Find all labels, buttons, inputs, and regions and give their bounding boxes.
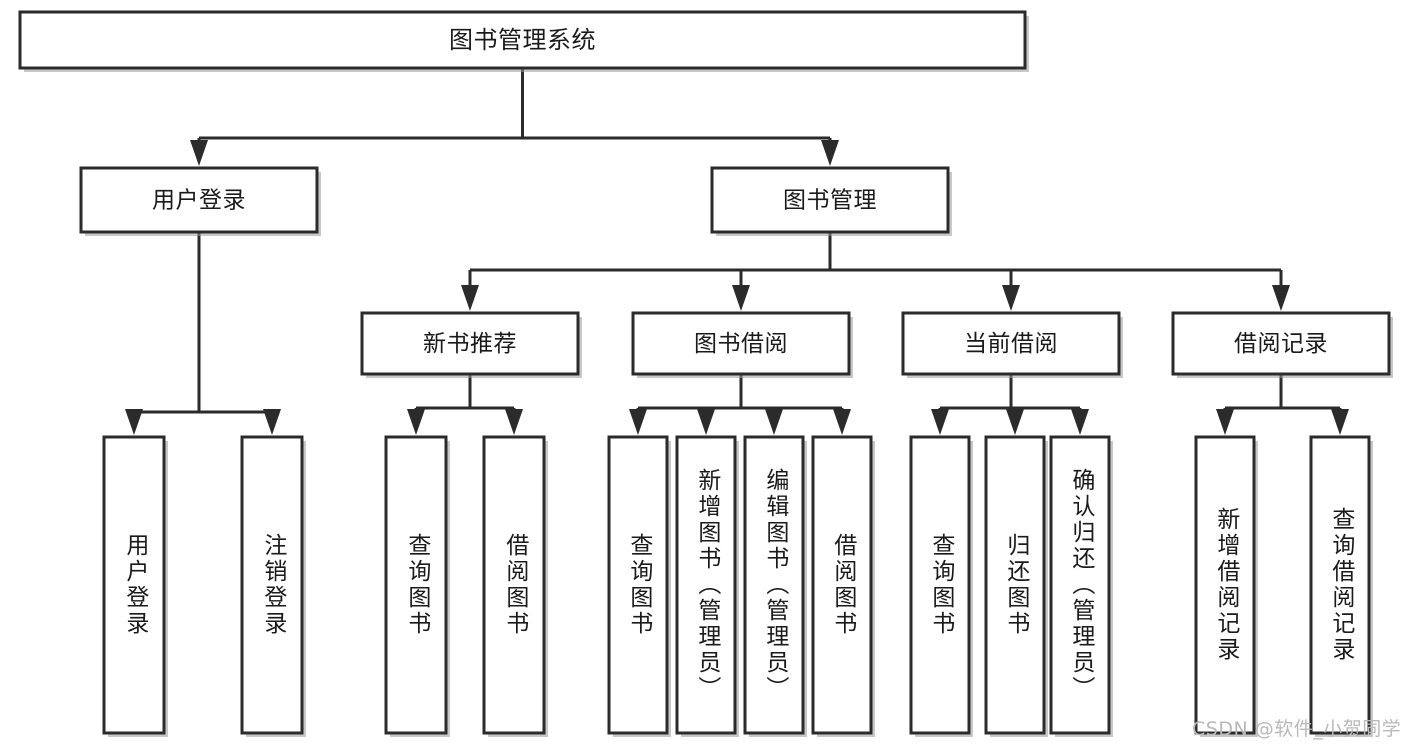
node-leaf-user-login[interactable] [102, 435, 166, 735]
node-new-book-recommend[interactable] [360, 311, 580, 376]
arrow-head-icon [1216, 409, 1234, 435]
box-layer [18, 10, 1393, 737]
node-label-book-borrow: 图书借阅 [694, 331, 788, 357]
node-book-manage[interactable] [710, 166, 950, 234]
node-leaf-add-borrow-record[interactable] [1194, 435, 1256, 735]
node-label-user-login: 用户登录 [152, 188, 246, 214]
node-leaf-user-logout[interactable] [240, 435, 304, 735]
arrow-head-icon [1006, 409, 1024, 435]
node-user-login[interactable] [79, 166, 319, 234]
node-label-book-manage: 图书管理 [783, 188, 877, 214]
arrow-head-icon [931, 409, 949, 435]
node-current-borrow[interactable] [901, 311, 1121, 376]
node-label-root: 图书管理系统 [449, 26, 596, 54]
node-label-current-borrow: 当前借阅 [964, 331, 1058, 357]
node-borrow-record[interactable] [1171, 311, 1391, 376]
node-leaf-add-book[interactable] [675, 435, 737, 735]
arrow-head-icon [833, 409, 851, 435]
node-label-new-book-recommend: 新书推荐 [423, 331, 517, 357]
connector-layer [125, 68, 1349, 435]
node-leaf-query-book-1[interactable] [384, 435, 448, 735]
node-root-root[interactable] [18, 10, 1027, 70]
node-leaf-borrow-book-1[interactable] [482, 435, 546, 735]
node-leaf-query-borrow-record[interactable] [1309, 435, 1371, 735]
arrow-head-icon [190, 140, 208, 166]
arrow-head-icon [629, 409, 647, 435]
node-label-borrow-record: 借阅记录 [1234, 331, 1328, 357]
arrow-head-icon [1331, 409, 1349, 435]
node-book-borrow[interactable] [631, 311, 851, 376]
arrow-head-icon [765, 409, 783, 435]
arrow-head-icon [461, 285, 479, 311]
node-leaf-query-book-2[interactable] [607, 435, 669, 735]
arrow-head-icon [1002, 285, 1020, 311]
node-leaf-query-book-3[interactable] [909, 435, 971, 735]
node-leaf-return-book[interactable] [984, 435, 1046, 735]
arrow-head-icon [732, 285, 750, 311]
arrow-head-icon [505, 409, 523, 435]
arrow-head-icon [125, 409, 143, 435]
arrow-head-icon [1071, 409, 1089, 435]
node-leaf-borrow-book-2[interactable] [811, 435, 873, 735]
node-leaf-confirm-return[interactable] [1049, 435, 1111, 735]
arrow-head-icon [1272, 285, 1290, 311]
arrow-head-icon [821, 140, 839, 166]
node-leaf-edit-book[interactable] [743, 435, 805, 735]
arrow-head-icon [697, 409, 715, 435]
arrow-head-icon [263, 409, 281, 435]
arrow-head-icon [407, 409, 425, 435]
